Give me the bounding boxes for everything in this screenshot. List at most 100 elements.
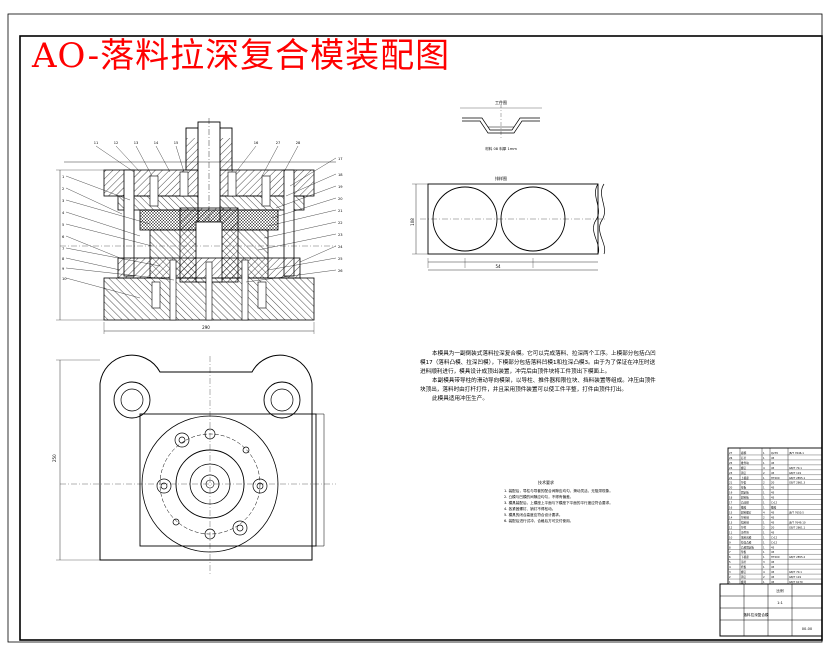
part-number: 24 [338, 245, 343, 249]
part-number: 28 [296, 141, 301, 145]
part-number: 27 [276, 141, 281, 145]
bom-cell: 销钉 [741, 471, 747, 475]
bom-cell: 9 [729, 540, 731, 544]
bom-cell: 2 [763, 575, 765, 579]
part-number: 12 [114, 141, 119, 145]
part-number: 4 [62, 211, 65, 215]
part-number: 10 [62, 277, 67, 281]
bom-cell: 凸凹模 [741, 501, 749, 505]
bom-cell: GB/T 119 [789, 575, 801, 579]
part-number: 8 [62, 257, 65, 261]
part-number: 6 [62, 235, 65, 239]
bom-cell: 45 [771, 575, 775, 579]
part-number: 19 [338, 185, 343, 189]
scale-label: 比例 [776, 588, 784, 593]
bom-cell: 5 [729, 560, 731, 564]
bom-cell: 6 [729, 555, 731, 559]
part-number: 3 [62, 199, 64, 203]
bom-cell: 16 [729, 506, 733, 510]
bom-cell: 垫板 [741, 486, 747, 490]
bom-cell: 11 [729, 530, 733, 534]
bom-cell: 45 [771, 486, 775, 490]
bom-cell: 19 [729, 491, 733, 495]
workpiece-label: 工件图 [495, 99, 507, 105]
bom-cell: 45 [771, 565, 775, 569]
tech-requirement-item: 3. 模具装配后，上模座上平面与下模座下平面的平行度应符合要求。 [504, 501, 613, 505]
bom-cell: 顶件块 [741, 530, 749, 534]
bom-cell: 45 [771, 471, 775, 475]
workpiece-view [460, 104, 542, 140]
part-number: 1 [62, 175, 64, 179]
bom-cell: 托板 [741, 565, 747, 569]
bom-cell: GB/T 2855.1 [789, 476, 805, 480]
bom-cell: 1 [763, 530, 765, 534]
bom-cell: HT200 [771, 555, 780, 559]
bom-cell: 4 [763, 570, 765, 574]
bom-cell: 12 [729, 525, 733, 529]
part-number: 7 [62, 247, 64, 251]
bom-cell: 1 [763, 565, 765, 569]
bom-cell: 17 [729, 501, 733, 505]
leader-lines [65, 145, 337, 299]
bom-cell: Cr12 [771, 501, 778, 505]
part-number: 11 [94, 141, 99, 145]
drawing-number: 00-00 [802, 627, 813, 631]
bom-cell: 20 [771, 525, 775, 529]
bom-cell: 4 [729, 565, 731, 569]
bom-cell: 1 [763, 501, 765, 505]
bom-cell: 45 [771, 545, 775, 549]
bom-cell: 1 [763, 456, 765, 460]
bom-cell: 螺母 [741, 580, 747, 584]
part-number: 17 [338, 157, 343, 161]
bom-cell: 1 [763, 486, 765, 490]
bom-cell: 22 [729, 476, 733, 480]
bom-cell: 上模座 [741, 476, 749, 480]
bom-cell: GB/T 2861.1 [789, 525, 805, 529]
bom-cell: Cr12 [771, 540, 778, 544]
part-number: 2 [62, 187, 64, 191]
bom-cell: 挡料销 [741, 520, 749, 524]
tech-requirements-title: 技术要求 [538, 480, 554, 485]
bom-cell: 固定板 [741, 491, 749, 495]
bom-cell: 2 [763, 471, 765, 475]
bom-cell: 45 [771, 511, 775, 515]
tech-requirement-item: 4. 各紧固螺钉、销钉不得松动。 [504, 507, 556, 511]
description-paragraph: 本副模具带导柱的滑动导向模架，以导柱、推件器和限位块、挡料装置等组成。冲压由顶件… [420, 378, 656, 393]
bom-cell: 1 [763, 506, 765, 510]
part-number: 23 [338, 233, 343, 237]
bom-cell: 模柄 [741, 451, 747, 455]
bom-cell: 14 [729, 515, 733, 519]
inner-frame [19, 35, 823, 641]
part-number: 15 [174, 141, 179, 145]
bom-cell: 45 [771, 456, 775, 460]
bom-cell: 导料销 [741, 515, 749, 519]
part-numbers-left: 1 2 3 4 5 6 7 8 9 10 [62, 175, 67, 281]
bom-cell: 1 [763, 555, 765, 559]
strip-width-dim: 108 [410, 218, 415, 226]
bom-cell: 24 [729, 466, 733, 470]
bom-cell: 10 [729, 535, 733, 539]
plan-view [56, 354, 336, 574]
bom-cell: 13 [729, 520, 733, 524]
bom-cell: 45 [771, 466, 775, 470]
bom-cell: 45 [771, 570, 775, 574]
bom-cell: 2 [763, 515, 765, 519]
bom-cell: 2 [763, 525, 765, 529]
bom-cell: 卸料板 [741, 496, 749, 500]
bom-cell: 45 [771, 530, 775, 534]
bom-cell: JB/T 7650.5 [788, 511, 804, 515]
bom-cell: GB/T 70.1 [789, 570, 802, 574]
workpiece-caption: 材料 08 料厚 1mm [485, 146, 517, 151]
bom-cell: 21 [729, 481, 733, 485]
bom-cell: 1 [763, 476, 765, 480]
bom-cell: GB/T 119 [789, 471, 801, 475]
scale-value: 1:1 [777, 601, 783, 605]
bom-cell: Q235 [771, 451, 778, 455]
bom-cell: 凸模固定板 [741, 545, 754, 549]
bom-cell: Cr12 [771, 535, 778, 539]
bom-cell: 推件块 [741, 461, 749, 465]
bom-cell: 45 [771, 491, 775, 495]
bom-cell: 15 [729, 511, 733, 515]
